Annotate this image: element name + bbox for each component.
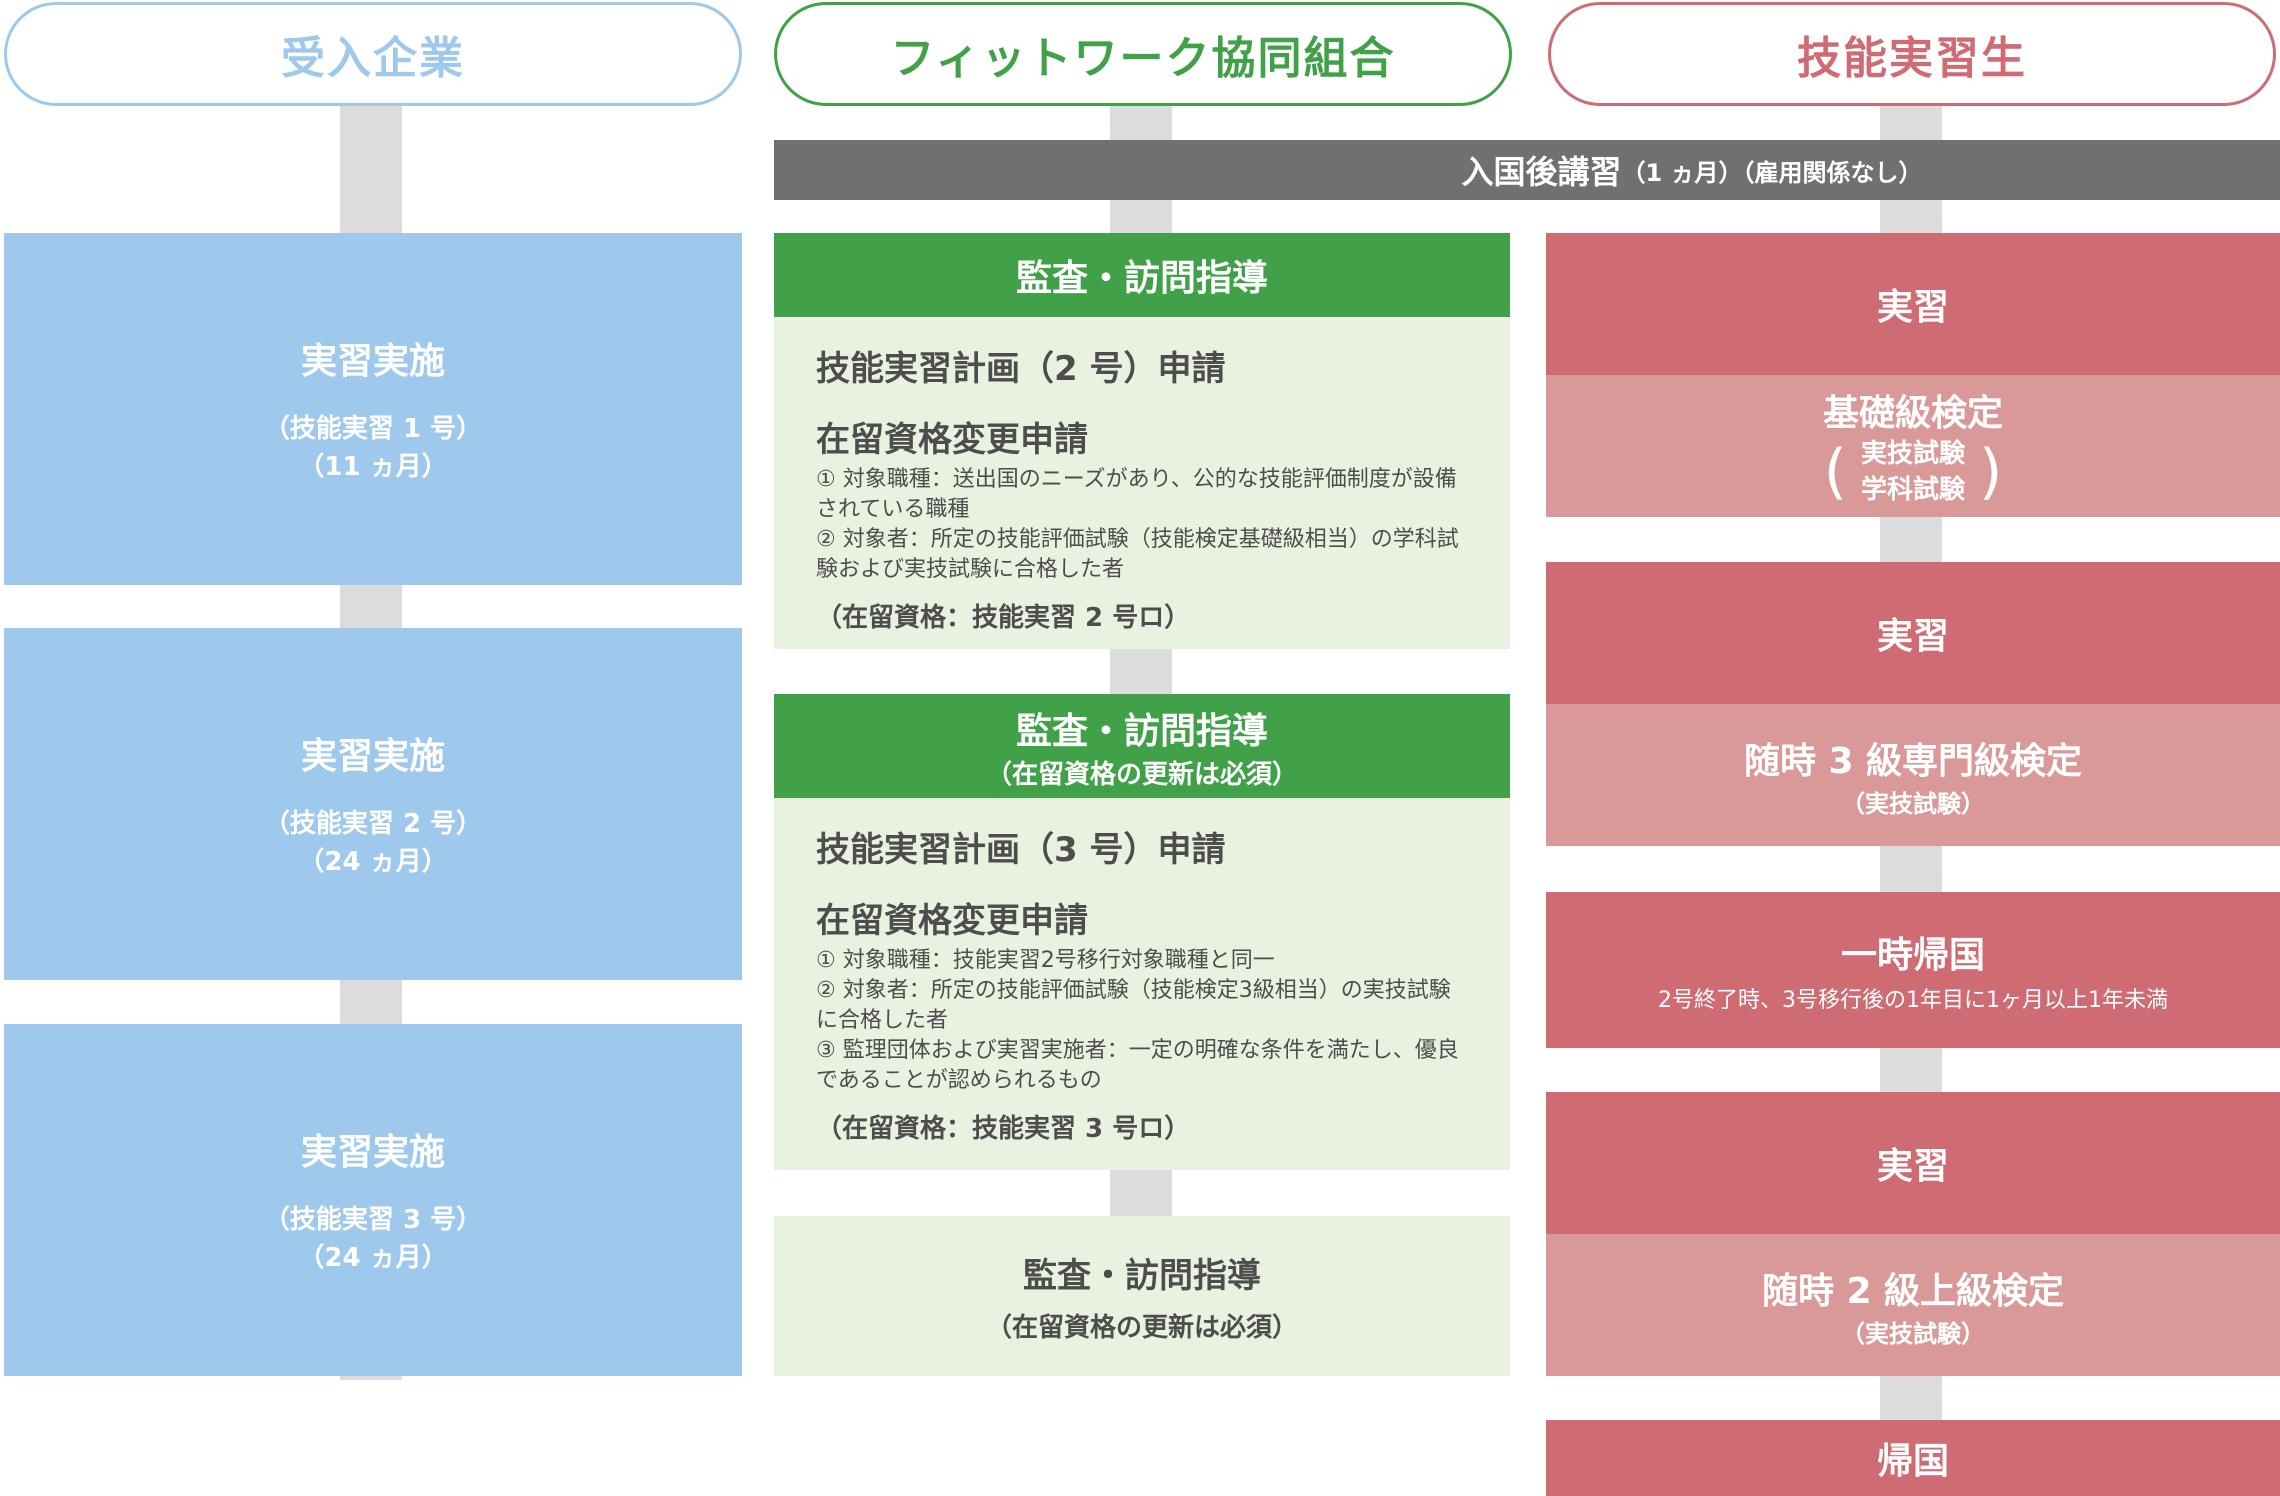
trainee-header: 技能実習生 [1548, 2, 2276, 106]
company-training-1-duration: （11 ヵ月） [298, 452, 448, 482]
lecture-main: 入国後講習 [1461, 153, 1622, 191]
level-2-exam-sub: （実技試験） [1841, 1319, 1985, 1348]
company-training-2-type: （技能実習 2 号） [263, 809, 483, 839]
level-3-exam-title: 随時 3 級専門級検定 [1743, 740, 2083, 782]
plan-2-item-1a: ① 対象職種：送出国のニーズがあり、公的な技能評価制度が設備 [816, 467, 1457, 492]
audit-visit-panel-3-title: 監査・訪問指導 [1023, 1256, 1261, 1296]
plan-2-item-1b: されている職種 [816, 497, 970, 522]
return-home: 帰国 [1546, 1420, 2280, 1496]
audit-visit-bar-1: 監査・訪問指導 [774, 233, 1510, 317]
audit-visit-bar-2-title: 監査・訪問指導 [1015, 710, 1268, 752]
trainee-training-3-title: 実習 [1876, 1146, 1949, 1187]
trainee-training-2-title: 実習 [1876, 616, 1949, 657]
temporary-return-home-note: 2号終了時、3号移行後の1年目に1ヶ月以上1年未満 [1658, 988, 2168, 1013]
plan-3-item-3a: ③ 監理団体および実習実施者：一定の明確な条件を満たし、優良 [816, 1038, 1459, 1063]
practical-test: 実技試験 [1860, 439, 1965, 469]
plan-2-application: 技能実習計画（2 号）申請 [816, 349, 1226, 389]
level-2-exam: 随時 2 級上級検定 （実技試験） [1546, 1234, 2280, 1376]
trainee-training-1: 実習 [1546, 233, 2280, 375]
temporary-return-home-title: 一時帰国 [1840, 935, 1985, 976]
level-2-exam-title: 随時 2 級上級検定 [1761, 1270, 2065, 1312]
company-header: 受入企業 [4, 2, 742, 106]
plan-3-item-1: ① 対象職種：技能実習2号移行対象職種と同一 [816, 948, 1275, 973]
plan-2-item-2b: 験および実技試験に合格した者 [816, 557, 1125, 582]
audit-visit-panel-3: 監査・訪問指導 （在留資格の更新は必須） [774, 1216, 1510, 1376]
return-home-title: 帰国 [1876, 1441, 1949, 1482]
written-test: 学科試験 [1860, 475, 1965, 505]
audit-visit-panel-3-sub: （在留資格の更新は必須） [985, 1313, 1298, 1343]
trainee-training-1-title: 実習 [1876, 287, 1949, 328]
status-change-application-1: 在留資格変更申請 [816, 420, 1088, 460]
basic-level-exam-title: 基礎級検定 [1822, 393, 2003, 434]
company-training-2-title: 実習実施 [300, 736, 445, 777]
level-3-exam: 随時 3 級専門級検定 （実技試験） [1546, 704, 2280, 846]
company-training-3-type: （技能実習 3 号） [263, 1205, 483, 1235]
status-change-application-2: 在留資格変更申請 [816, 901, 1088, 941]
plan-3-item-2a: ② 対象者：所定の技能評価試験（技能検定3級相当）の実技試験 [816, 978, 1451, 1003]
lecture-note: （1 ヵ月）（雇用関係なし） [1621, 158, 1923, 187]
temporary-return-home: 一時帰国 2号終了時、3号移行後の1年目に1ヶ月以上1年未満 [1546, 892, 2280, 1048]
company-training-1-type: （技能実習 1 号） [263, 414, 483, 444]
audit-visit-bar-1-title: 監査・訪問指導 [1015, 258, 1268, 299]
level-3-exam-sub: （実技試験） [1841, 789, 1985, 818]
plan-2-panel: 技能実習計画（2 号）申請 在留資格変更申請 ① 対象職種：送出国のニーズがあり… [774, 317, 1510, 649]
plan-3-status: （在留資格：技能実習 3 号ロ） [816, 1114, 1191, 1144]
basic-level-exam-tests: ( 実技試験 学科試験 ) [1824, 436, 2003, 508]
company-training-3-duration: （24 ヵ月） [298, 1243, 448, 1273]
plan-3-item-2b: に合格した者 [816, 1008, 949, 1033]
company-training-2: 実習実施 （技能実習 2 号） （24 ヵ月） [4, 628, 742, 980]
post-entry-lecture-bar: 入国後講習 （1 ヵ月）（雇用関係なし） [774, 140, 2280, 200]
right-paren: ) [1979, 437, 2003, 507]
company-training-1-title: 実習実施 [300, 341, 445, 382]
company-training-2-duration: （24 ヵ月） [298, 847, 448, 877]
company-training-3: 実習実施 （技能実習 3 号） （24 ヵ月） [4, 1024, 742, 1376]
trainee-training-2: 実習 [1546, 562, 2280, 704]
basic-level-exam: 基礎級検定 ( 実技試験 学科試験 ) [1546, 375, 2280, 517]
company-training-1: 実習実施 （技能実習 1 号） （11 ヵ月） [4, 233, 742, 585]
plan-2-status: （在留資格：技能実習 2 号ロ） [816, 603, 1191, 633]
audit-visit-bar-2: 監査・訪問指導 （在留資格の更新は必須） [774, 694, 1510, 798]
company-training-3-title: 実習実施 [300, 1132, 445, 1173]
left-paren: ( [1823, 437, 1847, 507]
trainee-training-3: 実習 [1546, 1092, 2280, 1234]
plan-2-item-2a: ② 対象者：所定の技能評価試験（技能検定基礎級相当）の学科試 [816, 527, 1459, 552]
plan-3-item-3b: であることが認められるもの [816, 1068, 1102, 1093]
plan-3-application: 技能実習計画（3 号）申請 [816, 830, 1226, 870]
audit-visit-bar-2-sub: （在留資格の更新は必須） [985, 759, 1298, 790]
plan-3-panel: 技能実習計画（3 号）申請 在留資格変更申請 ① 対象職種：技能実習2号移行対象… [774, 798, 1510, 1170]
union-header: フィットワーク協同組合 [774, 2, 1512, 106]
